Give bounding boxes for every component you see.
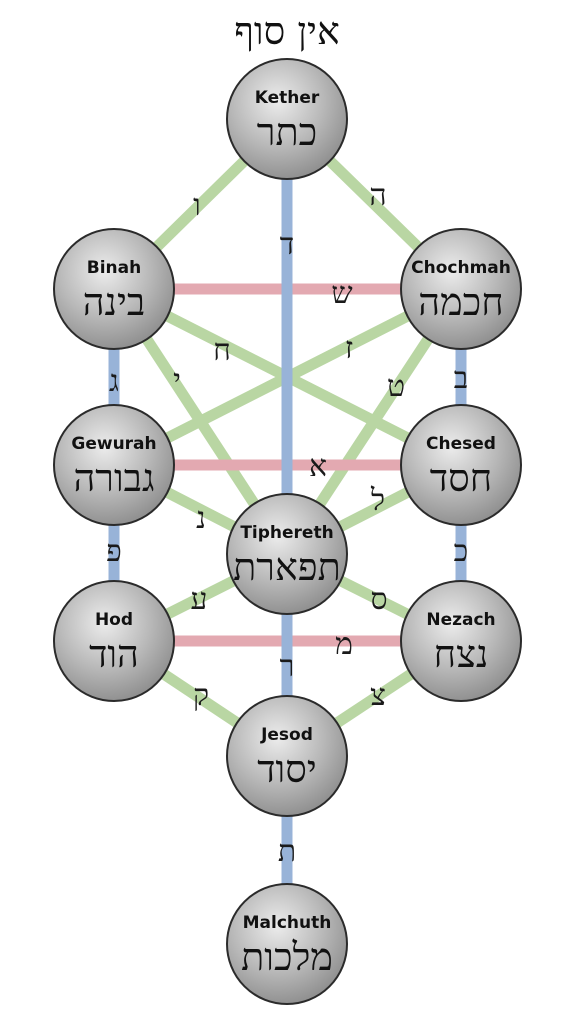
path-letter-nezach-hod: מ: [335, 627, 353, 662]
path-letter-tiphereth-nezach: ס: [370, 582, 387, 617]
path-letter-binah-gewurah: ג: [109, 364, 119, 399]
path-letter-binah-tiphereth: י: [173, 363, 181, 398]
sephirah-hebrew: חכמה: [418, 280, 503, 324]
sephirah-circle: [226, 883, 348, 1005]
sephirah-name: Malchuth: [243, 913, 332, 933]
sephirah-hebrew: הוד: [89, 632, 139, 676]
sephirah-circle: [53, 404, 175, 526]
diagram-title: אין סוף: [234, 9, 340, 53]
sephirah-name: Kether: [255, 88, 320, 108]
path-letter-chochmah-tiphereth: ט: [387, 369, 405, 404]
path-letter-gewurah-tiphereth: נ: [196, 501, 206, 536]
sephirah-hebrew: יסוד: [257, 747, 317, 791]
path-letter-tiphereth-jesod: ר: [280, 649, 295, 684]
path-letter-tiphereth-hod: ע: [191, 582, 208, 617]
path-letter-jesod-malchuth: ת: [278, 834, 296, 869]
path-letters-layer: ו ה ד ש ג ב ח ז י ט א נ ל פ כ ע ס ר מ ק צ ת: [106, 178, 468, 869]
sephirot-layer: KetherכתרChochmahחכמהBinahבינהChesedחסדG…: [53, 58, 522, 1005]
path-letter-nezach-jesod: צ: [370, 678, 386, 713]
path-letter-hod-jesod: ק: [193, 678, 209, 713]
path-letter-kether-tiphereth: ד: [280, 227, 294, 262]
sephirah-name: Jesod: [260, 725, 313, 745]
path-letter-chesed-gewurah: א: [309, 449, 327, 484]
path-letter-chesed-nezach: כ: [454, 534, 469, 569]
sephirah-hebrew: חסד: [430, 456, 492, 500]
sephirah-name: Gewurah: [71, 434, 156, 454]
sephirah-hebrew: בינה: [83, 280, 146, 324]
sephirah-circle: [400, 228, 522, 350]
path-letter-kether-chochmah: ה: [369, 178, 386, 213]
sephirah-name: Tiphereth: [240, 523, 333, 543]
sephirah-circle: [226, 58, 348, 180]
sephirah-hebrew: גבורה: [73, 456, 154, 500]
path-letter-chochmah-chesed: ב: [454, 361, 468, 396]
sephirah-circle: [53, 228, 175, 350]
sephirah-name: Chesed: [426, 434, 496, 454]
sephirah-name: Hod: [95, 610, 133, 630]
sephirah-circle: [400, 580, 522, 702]
sephirah-circle: [53, 580, 175, 702]
sephirah-hebrew: תפארת: [233, 545, 341, 589]
path-letter-binah-chesed: ח: [213, 333, 231, 368]
path-letter-kether-binah: ו: [193, 188, 201, 223]
sephirah-name: Chochmah: [411, 258, 511, 278]
sephirah-circle: [226, 695, 348, 817]
sephirah-hebrew: נצח: [434, 632, 489, 676]
path-letter-chesed-tiphereth: ל: [370, 483, 385, 518]
sephirah-hebrew: מלכות: [241, 935, 333, 979]
sephirah-circle: [400, 404, 522, 526]
sephirah-name: Nezach: [426, 610, 495, 630]
path-letter-gewurah-hod: פ: [106, 534, 122, 569]
sephirah-circle: [226, 493, 348, 615]
path-letter-chochmah-gewurah: ז: [345, 331, 353, 366]
sephirah-hebrew: כתר: [257, 110, 317, 154]
sephirah-name: Binah: [87, 258, 141, 278]
path-letter-chochmah-binah: ש: [331, 276, 352, 311]
